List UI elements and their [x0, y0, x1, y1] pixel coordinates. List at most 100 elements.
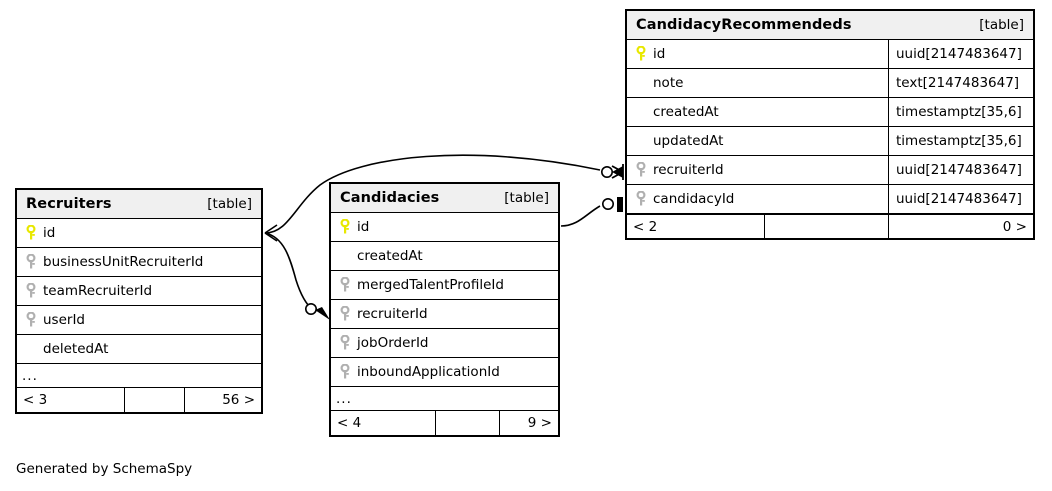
column-name: businessUnitRecruiterId [43, 254, 204, 270]
table-title: CandidacyRecommendeds [636, 17, 852, 33]
foreign-key-icon [338, 334, 352, 351]
column-name: id [43, 225, 56, 241]
column-cell: recruiterId [627, 156, 888, 184]
outgoing-relationship-count[interactable]: 56 > [184, 388, 261, 412]
column-cell: businessUnitRecruiterId [17, 248, 261, 276]
column-name: createdAt [653, 104, 719, 120]
incoming-relationship-count[interactable]: < 2 [633, 218, 658, 235]
column-cell: id [627, 40, 888, 68]
foreign-key-icon [24, 311, 38, 328]
column-name: id [653, 46, 666, 62]
table-kind-label: [table] [979, 17, 1024, 33]
column-name: id [357, 219, 370, 235]
column-name: teamRecruiterId [43, 283, 153, 299]
column-cell: jobOrderId [331, 329, 558, 357]
column-cell: deletedAt [17, 335, 261, 363]
table-row[interactable]: recruiterId [331, 300, 558, 329]
marker-zero-or-one-candidacyid [601, 197, 623, 212]
column-cell: mergedTalentProfileId [331, 271, 558, 299]
column-type: uuid[2147483647] [888, 156, 1033, 184]
foreign-key-icon [338, 363, 352, 380]
foreign-key-icon [338, 276, 352, 293]
table-candidacies[interactable]: Candidacies [table] id createdAt mergedT… [329, 182, 560, 437]
column-name: createdAt [357, 248, 423, 264]
column-cell: updatedAt [627, 127, 888, 155]
table-header-candidacyrecommendeds: CandidacyRecommendeds [table] [627, 11, 1033, 40]
column-name: updatedAt [653, 133, 724, 149]
table-row[interactable]: businessUnitRecruiterId [17, 248, 261, 277]
table-candidacyrecommendeds[interactable]: CandidacyRecommendeds [table] id uuid[21… [625, 9, 1035, 240]
table-row[interactable]: recruiterId uuid[2147483647] [627, 156, 1033, 185]
table-footer-recruiters: < 3 56 > [17, 388, 261, 412]
column-cell: userId [17, 306, 261, 334]
column-name: mergedTalentProfileId [357, 277, 504, 293]
column-name: note [653, 75, 684, 91]
table-row[interactable]: id uuid[2147483647] [627, 40, 1033, 69]
table-row[interactable]: mergedTalentProfileId [331, 271, 558, 300]
table-row[interactable]: teamRecruiterId [17, 277, 261, 306]
table-row[interactable]: candidacyId uuid[2147483647] [627, 185, 1033, 214]
table-recruiters[interactable]: Recruiters [table] id businessUnitRecrui… [15, 188, 263, 414]
footer-middle-cell [124, 388, 184, 412]
foreign-key-icon [24, 282, 38, 299]
table-kind-label: [table] [207, 196, 252, 212]
column-cell: note [627, 69, 888, 97]
table-row[interactable]: deletedAt [17, 335, 261, 364]
table-title: Recruiters [26, 196, 112, 212]
column-cell: inboundApplicationId [331, 358, 558, 386]
column-type: text[2147483647] [888, 69, 1033, 97]
footer-middle-cell [764, 215, 888, 238]
table-title: Candidacies [340, 190, 440, 206]
more-columns-indicator: ... [17, 364, 261, 388]
table-row[interactable]: updatedAt timestamptz[35,6] [627, 127, 1033, 156]
table-row[interactable]: createdAt [331, 242, 558, 271]
column-cell: candidacyId [627, 185, 888, 213]
column-type: timestamptz[35,6] [888, 127, 1033, 155]
table-row[interactable]: createdAt timestamptz[35,6] [627, 98, 1033, 127]
column-cell: recruiterId [331, 300, 558, 328]
marker-zero-or-one-arrow-candidacies-recruiterid [304, 302, 330, 320]
table-footer-candidacyrecommendeds: < 2 0 > [627, 214, 1033, 238]
column-name: recruiterId [357, 306, 428, 322]
column-name: userId [43, 312, 85, 328]
table-row[interactable]: id [331, 213, 558, 242]
edge-candidacies-to-candidacyrecommendeds [560, 205, 601, 227]
column-cell: teamRecruiterId [17, 277, 261, 305]
column-cell: createdAt [627, 98, 888, 126]
column-type: uuid[2147483647] [888, 185, 1033, 213]
column-name: candidacyId [653, 191, 735, 207]
outgoing-relationship-count[interactable]: 0 > [888, 215, 1033, 238]
outgoing-relationship-count[interactable]: 9 > [499, 411, 558, 435]
table-header-candidacies: Candidacies [table] [331, 184, 558, 213]
column-type: timestamptz[35,6] [888, 98, 1033, 126]
column-type: uuid[2147483647] [888, 40, 1033, 68]
more-columns-indicator: ... [331, 387, 558, 411]
column-cell: id [17, 219, 261, 247]
column-name: jobOrderId [357, 335, 429, 351]
table-row[interactable]: inboundApplicationId [331, 358, 558, 387]
primary-key-icon [634, 45, 648, 62]
foreign-key-icon [634, 161, 648, 178]
column-name: inboundApplicationId [357, 364, 500, 380]
primary-key-icon [338, 218, 352, 235]
column-cell: createdAt [331, 242, 558, 270]
table-kind-label: [table] [504, 190, 549, 206]
table-header-recruiters: Recruiters [table] [17, 190, 261, 219]
column-name: recruiterId [653, 162, 724, 178]
table-row[interactable]: userId [17, 306, 261, 335]
foreign-key-icon [338, 305, 352, 322]
marker-zero-or-many-recruiterid [600, 164, 624, 180]
incoming-relationship-count[interactable]: < 3 [23, 392, 48, 408]
foreign-key-icon [24, 253, 38, 270]
table-row[interactable]: id [17, 219, 261, 248]
primary-key-icon [24, 224, 38, 241]
column-cell: id [331, 213, 558, 241]
generated-by-caption: Generated by SchemaSpy [16, 461, 193, 477]
table-row[interactable]: jobOrderId [331, 329, 558, 358]
incoming-relationship-count[interactable]: < 4 [337, 415, 362, 431]
footer-middle-cell [435, 411, 499, 435]
foreign-key-icon [634, 190, 648, 207]
table-row[interactable]: note text[2147483647] [627, 69, 1033, 98]
table-footer-candidacies: < 4 9 > [331, 411, 558, 435]
crows-foot-recruiters-id [264, 224, 278, 242]
